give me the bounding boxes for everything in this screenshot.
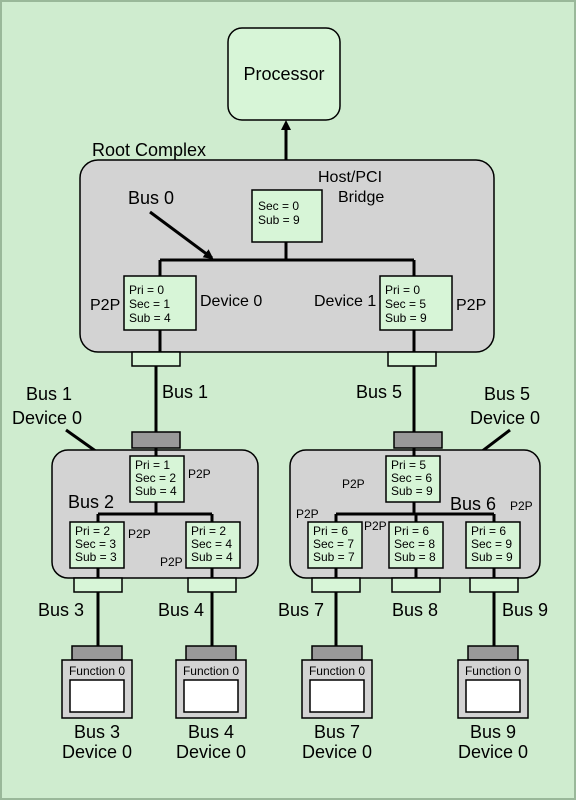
right-callout-line2: Device 0 bbox=[470, 408, 540, 428]
root-p2p-right-tag: P2P bbox=[456, 297, 486, 314]
root-left-port bbox=[131, 351, 181, 367]
root-p2p-left-sub: Sub = 4 bbox=[129, 311, 171, 325]
right-switch-down-c-tag: P2P bbox=[510, 499, 533, 513]
left-callout-line2: Device 0 bbox=[12, 408, 82, 428]
bus2-label: Bus 2 bbox=[68, 492, 114, 512]
root-p2p-right-sub: Sub = 9 bbox=[385, 311, 427, 325]
right-switch-down-c-pri: Pri = 6 bbox=[471, 524, 506, 538]
ep3-device: Device 0 bbox=[302, 742, 372, 762]
ep4-function-label: Function 0 bbox=[465, 664, 521, 678]
ep1-device: Device 0 bbox=[62, 742, 132, 762]
root-p2p-left-device: Device 0 bbox=[200, 293, 262, 310]
right-switch-down-a-pri: Pri = 6 bbox=[313, 524, 348, 538]
left-switch-down-a-pri: Pri = 2 bbox=[75, 524, 110, 538]
right-switch-down-a-sub: Sub = 7 bbox=[313, 550, 355, 564]
bus8-label: Bus 8 bbox=[392, 600, 438, 620]
left-callout-line1: Bus 1 bbox=[26, 384, 72, 404]
bus6-label: Bus 6 bbox=[450, 494, 496, 514]
host-bridge-sub: Sub = 9 bbox=[258, 213, 300, 227]
right-switch-down-a-box bbox=[307, 521, 363, 569]
left-switch-down-b-box bbox=[185, 521, 241, 569]
right-switch-up-sub: Sub = 9 bbox=[391, 484, 433, 498]
ep1-function-box bbox=[69, 679, 125, 713]
right-switch-port-c bbox=[469, 577, 519, 593]
left-switch-upstream-port bbox=[131, 431, 181, 449]
left-switch-down-b-sub: Sub = 4 bbox=[191, 550, 233, 564]
ep4-bus: Bus 9 bbox=[470, 722, 516, 742]
left-switch-port-a bbox=[73, 577, 123, 593]
root-p2p-right-sec: Sec = 5 bbox=[385, 297, 426, 311]
ep1-port bbox=[71, 645, 123, 661]
root-right-port bbox=[387, 351, 437, 367]
ep2-function-label: Function 0 bbox=[183, 664, 239, 678]
ep2-device: Device 0 bbox=[176, 742, 246, 762]
right-switch-down-c-box bbox=[465, 521, 521, 569]
root-p2p-right-pri: Pri = 0 bbox=[385, 283, 420, 297]
right-switch-port-b bbox=[391, 577, 441, 593]
right-switch-up-box bbox=[385, 455, 441, 503]
right-switch-down-b-pri: Pri = 6 bbox=[394, 524, 429, 538]
processor-label: Processor bbox=[243, 64, 324, 84]
left-switch-down-b-sec: Sec = 4 bbox=[191, 537, 232, 551]
right-switch-up-pri: Pri = 5 bbox=[391, 458, 426, 472]
bus0-arrow bbox=[149, 210, 214, 260]
right-switch-up-tag: P2P bbox=[342, 477, 365, 491]
right-switch-down-c-sec: Sec = 9 bbox=[471, 537, 512, 551]
left-switch-down-b-tag: P2P bbox=[160, 555, 183, 569]
bus9-label: Bus 9 bbox=[502, 600, 548, 620]
bus4-label: Bus 4 bbox=[158, 600, 204, 620]
left-switch-up-sub: Sub = 4 bbox=[135, 484, 177, 498]
right-switch-down-b-sub: Sub = 8 bbox=[394, 550, 436, 564]
root-complex-label: Root Complex bbox=[92, 140, 206, 160]
left-switch-up-sec: Sec = 2 bbox=[135, 471, 176, 485]
root-p2p-left-sec: Sec = 1 bbox=[129, 297, 170, 311]
ep1-bus: Bus 3 bbox=[74, 722, 120, 742]
root-p2p-left-pri: Pri = 0 bbox=[129, 283, 164, 297]
host-bridge-sec: Sec = 0 bbox=[258, 199, 299, 213]
host-bridge-label-2: Bridge bbox=[338, 189, 384, 206]
left-switch-port-b bbox=[187, 577, 237, 593]
left-switch-up-box bbox=[129, 455, 185, 503]
bus3-label: Bus 3 bbox=[38, 600, 84, 620]
ep4-function-box bbox=[465, 679, 521, 713]
right-switch-port-a bbox=[311, 577, 361, 593]
bus0-label: Bus 0 bbox=[128, 188, 174, 208]
left-switch-up-pri: Pri = 1 bbox=[135, 458, 170, 472]
right-switch-down-c-sub: Sub = 9 bbox=[471, 550, 513, 564]
ep3-function-box bbox=[309, 679, 365, 713]
root-p2p-right-device: Device 1 bbox=[314, 293, 376, 310]
host-bridge-label-1: Host/PCI bbox=[318, 169, 382, 186]
ep4-port bbox=[467, 645, 519, 661]
right-switch-up-sec: Sec = 6 bbox=[391, 471, 432, 485]
ep3-function-label: Function 0 bbox=[309, 664, 365, 678]
root-p2p-left-tag: P2P bbox=[90, 297, 120, 314]
left-switch-down-b-pri: Pri = 2 bbox=[191, 524, 226, 538]
ep4-device: Device 0 bbox=[458, 742, 528, 762]
root-p2p-right-box bbox=[379, 275, 453, 331]
bus7-label: Bus 7 bbox=[278, 600, 324, 620]
left-switch-down-a-sub: Sub = 3 bbox=[75, 550, 117, 564]
ep3-port bbox=[311, 645, 363, 661]
bus5-label: Bus 5 bbox=[356, 382, 402, 402]
right-switch-upstream-port bbox=[393, 431, 443, 449]
left-switch-down-a-tag: P2P bbox=[128, 527, 151, 541]
right-switch-down-a-tag: P2P bbox=[296, 507, 319, 521]
left-switch-down-a-box bbox=[69, 521, 125, 569]
left-switch-down-a-sec: Sec = 3 bbox=[75, 537, 116, 551]
ep2-port bbox=[185, 645, 237, 661]
ep1-function-label: Function 0 bbox=[69, 664, 125, 678]
left-switch-up-tag: P2P bbox=[188, 467, 211, 481]
right-switch-down-b-tag: P2P bbox=[364, 519, 387, 533]
right-switch-down-b-sec: Sec = 8 bbox=[394, 537, 435, 551]
bus1-label: Bus 1 bbox=[162, 382, 208, 402]
ep2-function-box bbox=[183, 679, 239, 713]
ep2-bus: Bus 4 bbox=[188, 722, 234, 742]
right-callout-line1: Bus 5 bbox=[484, 384, 530, 404]
right-switch-down-a-sec: Sec = 7 bbox=[313, 537, 354, 551]
ep3-bus: Bus 7 bbox=[314, 722, 360, 742]
